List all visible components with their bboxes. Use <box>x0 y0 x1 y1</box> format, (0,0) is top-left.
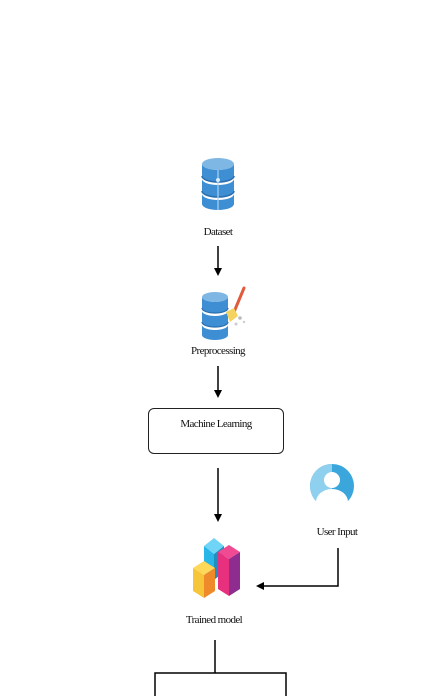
arrow-user-input-to-trained-model <box>256 548 339 590</box>
user-input-label: User Input <box>316 526 358 538</box>
trained-model-label: Trained model <box>185 614 243 626</box>
database-icon <box>201 158 235 210</box>
dataset-label: Dataset <box>203 226 233 238</box>
database-cleaning-icon <box>201 286 246 340</box>
3d-blocks-icon <box>193 538 240 598</box>
preprocessing-label: Preprocessing <box>191 345 246 357</box>
machine-learning-box: Machine Learning <box>148 408 284 454</box>
output-box-partial <box>154 672 287 696</box>
machine-learning-label: Machine Learning <box>180 418 252 430</box>
user-avatar-icon <box>310 464 354 509</box>
